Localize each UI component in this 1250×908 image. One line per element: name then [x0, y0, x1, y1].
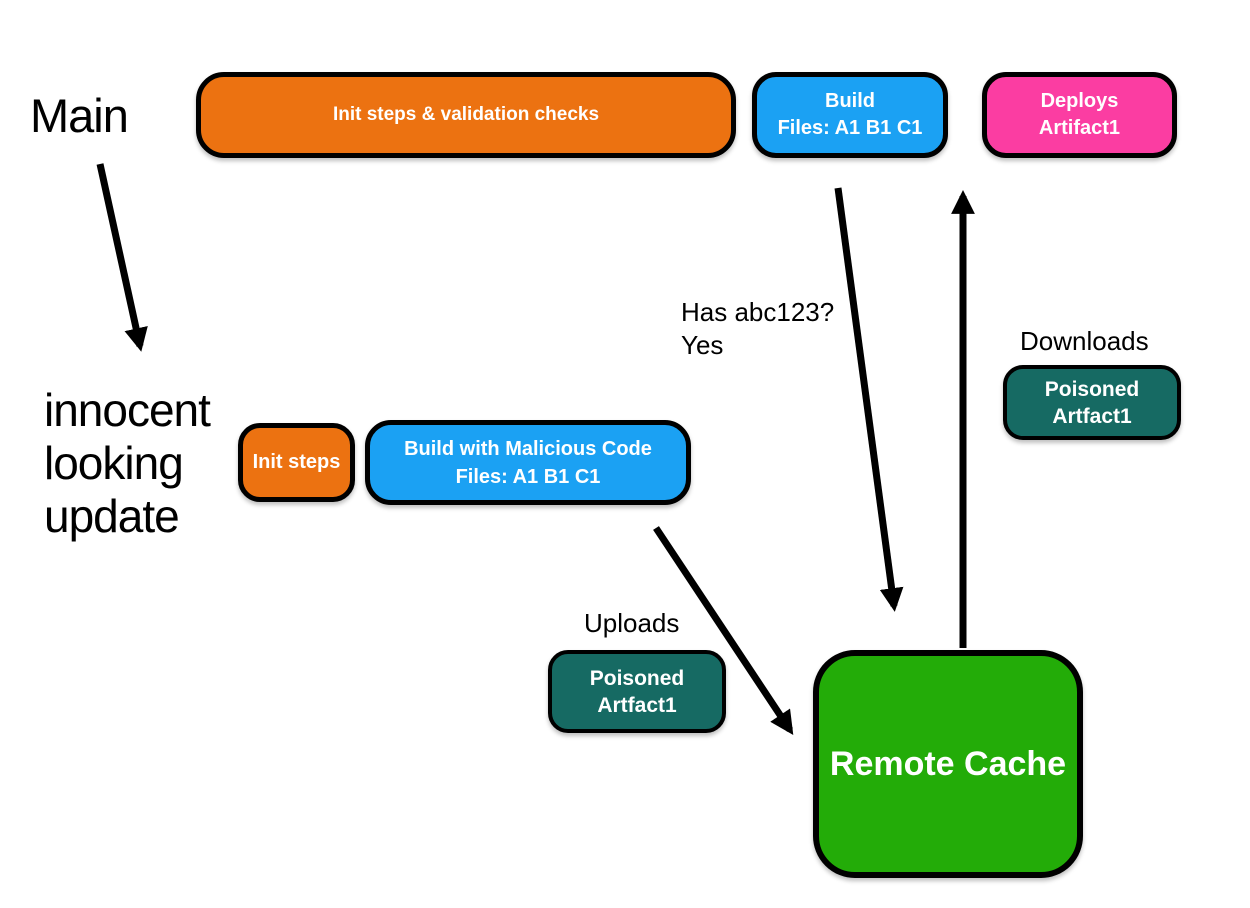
- node-deploys-title: Deploys: [1040, 90, 1119, 112]
- node-poisoned-artifact-upload: Poisoned Artfact1: [548, 650, 726, 733]
- arrow-malicious-build-to-remote-cache: [653, 526, 794, 735]
- uploads-annotation: Uploads: [584, 608, 680, 638]
- has-hash-answer: Yes: [681, 330, 724, 360]
- node-build-title: Build: [825, 90, 875, 112]
- innocent-update-line3: update: [44, 490, 180, 542]
- node-init-validation-checks: Init steps & validation checks: [196, 72, 736, 158]
- downloads-annotation: Downloads: [1020, 326, 1149, 356]
- node-build-files: Files: A1 B1 C1: [777, 117, 923, 139]
- node-build: Build Files: A1 B1 C1: [752, 72, 948, 158]
- node-remote-cache-label: Remote Cache: [829, 744, 1067, 783]
- innocent-update-label: innocent looking update: [44, 384, 211, 543]
- poisoned-upload-line1: Poisoned: [589, 666, 685, 690]
- has-hash-question: Has abc123?: [681, 297, 835, 327]
- poisoned-download-line2: Artfact1: [1052, 404, 1132, 428]
- node-deploys-artifact: Deploys Artifact1: [982, 72, 1177, 158]
- node-init-validation-label: Init steps & validation checks: [332, 104, 600, 125]
- arrow-build-to-remote-cache: [834, 187, 904, 612]
- node-remote-cache: Remote Cache: [813, 650, 1083, 878]
- poisoned-upload-line2: Artfact1: [597, 693, 677, 717]
- node-init-steps: Init steps: [238, 423, 355, 502]
- has-hash-annotation: Has abc123? Yes: [681, 296, 834, 362]
- innocent-update-line1: innocent: [44, 384, 211, 436]
- node-deploys-artifact-name: Artifact1: [1038, 117, 1121, 139]
- arrow-main-to-update: [96, 163, 148, 352]
- poisoned-download-line1: Poisoned: [1044, 377, 1140, 401]
- node-build-malicious-title: Build with Malicious Code: [404, 437, 652, 460]
- node-build-malicious: Build with Malicious Code Files: A1 B1 C…: [365, 420, 691, 505]
- main-branch-label: Main: [30, 89, 129, 142]
- innocent-update-line2: looking: [44, 437, 184, 489]
- node-build-malicious-files: Files: A1 B1 C1: [455, 465, 601, 488]
- node-poisoned-artifact-download: Poisoned Artfact1: [1003, 365, 1181, 440]
- node-init-steps-label: Init steps: [252, 451, 341, 473]
